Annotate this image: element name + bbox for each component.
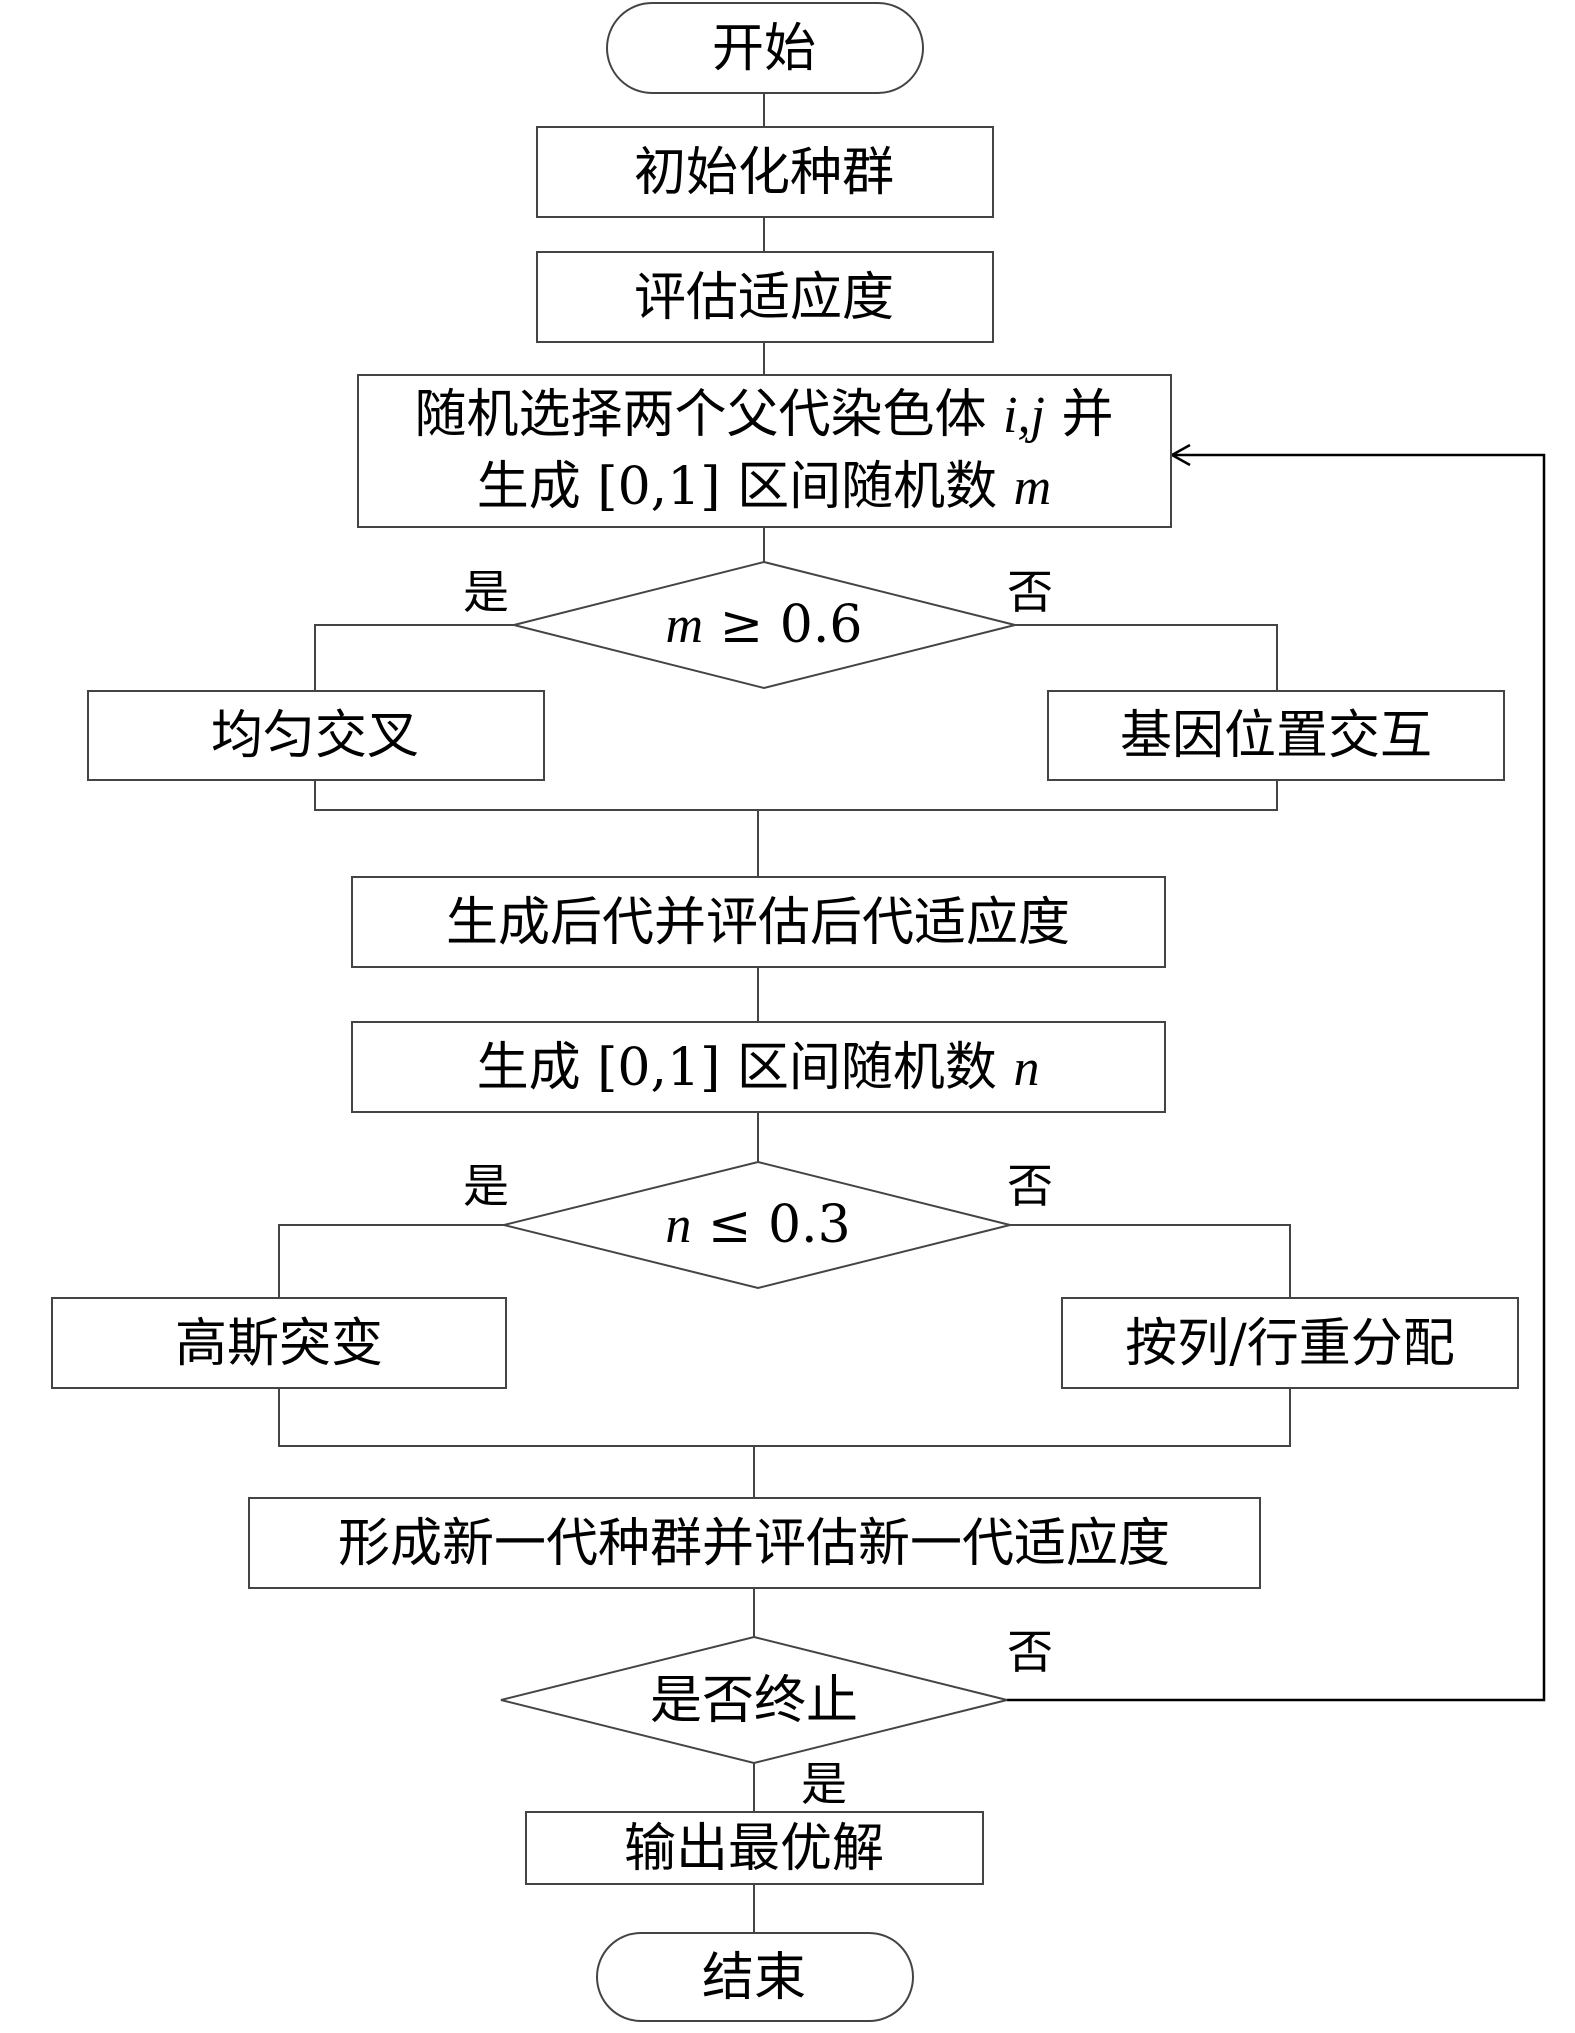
decision-mutation-label: n ≤ 0.3 [665,1195,850,1255]
step-gene-position-swap-label: 基因位置交互 [1120,706,1432,766]
step-init-population: 初始化种群 [536,126,994,218]
start-terminal: 开始 [606,2,924,94]
decision-mutation-var: n [665,1197,691,1254]
step-random-n: 生成 [0,1] 区间随机数 n [351,1021,1166,1113]
end-label: 结束 [702,1948,806,2008]
step-generate-offspring-label: 生成后代并评估后代适应度 [446,893,1070,953]
decision-mutation-cond: ≤ 0.3 [708,1195,851,1255]
select-parents-text: 随机选择两个父代染色体 [415,385,987,445]
decision-mutation: n ≤ 0.3 是 否 [463,1159,1053,1290]
step-gaussian-mutation: 高斯突变 [51,1297,507,1389]
connector-merge2 [278,1388,1291,1447]
decision-crossover-var: m [666,597,704,654]
connector-decision2-yes [278,1224,504,1298]
step-gene-position-swap: 基因位置交互 [1047,690,1505,781]
random-m-text: 生成 [0,1] 区间随机数 [477,457,997,517]
step-uniform-crossover-label: 均匀交叉 [211,706,419,766]
step-output-best-label: 输出最优解 [624,1819,884,1879]
connectors [278,93,1546,1933]
step-output-best: 输出最优解 [525,1811,984,1885]
connector-merge1 [314,780,1278,811]
random-m-var: m [1014,459,1052,516]
connector-decision2-no [1010,1224,1291,1298]
connector-decision1-yes [314,624,514,691]
random-n-var: n [1013,1040,1039,1097]
select-parents-var: i,j [1003,387,1045,444]
start-label: 开始 [712,19,816,79]
step-evaluate-fitness: 评估适应度 [536,251,994,343]
step-select-parents-line1: 随机选择两个父代染色体 i,j 并 [415,385,1114,445]
decision-terminate-yes-label: 是 [801,1757,847,1811]
end-terminal: 结束 [596,1932,914,2022]
decision-terminate-no-label: 否 [1007,1625,1053,1679]
step-gaussian-mutation-label: 高斯突变 [175,1314,383,1374]
step-uniform-crossover: 均匀交叉 [87,690,545,781]
step-new-generation: 形成新一代种群并评估新一代适应度 [248,1497,1261,1589]
step-random-n-label: 生成 [0,1] 区间随机数 n [477,1038,1040,1098]
decision-crossover-cond: ≥ 0.6 [720,595,863,655]
loop-back-arrow-line [1007,453,1546,1702]
decision-crossover-yes-label: 是 [463,565,509,619]
step-column-row-reassign: 按列/行重分配 [1061,1297,1519,1389]
decision-terminate: 是否终止 否 是 [500,1625,1053,1811]
step-select-parents: 随机选择两个父代染色体 i,j 并 生成 [0,1] 区间随机数 m [357,374,1172,528]
step-new-generation-label: 形成新一代种群并评估新一代适应度 [338,1514,1170,1574]
step-select-parents-line2: 生成 [0,1] 区间随机数 m [477,457,1051,517]
decision-terminate-label: 是否终止 [650,1671,858,1731]
decision-crossover: m ≥ 0.6 是 否 [463,560,1053,690]
connector-decision1-no [1015,624,1278,691]
step-generate-offspring: 生成后代并评估后代适应度 [351,876,1166,968]
random-n-text: 生成 [0,1] 区间随机数 [477,1038,997,1098]
select-parents-suffix: 并 [1061,385,1113,445]
decision-mutation-yes-label: 是 [463,1159,509,1213]
decision-crossover-no-label: 否 [1007,565,1053,619]
step-evaluate-fitness-label: 评估适应度 [634,268,894,328]
step-column-row-reassign-label: 按列/行重分配 [1125,1314,1455,1374]
decision-crossover-label: m ≥ 0.6 [666,595,863,655]
step-init-population-label: 初始化种群 [634,143,894,203]
decision-mutation-no-label: 否 [1007,1159,1053,1213]
